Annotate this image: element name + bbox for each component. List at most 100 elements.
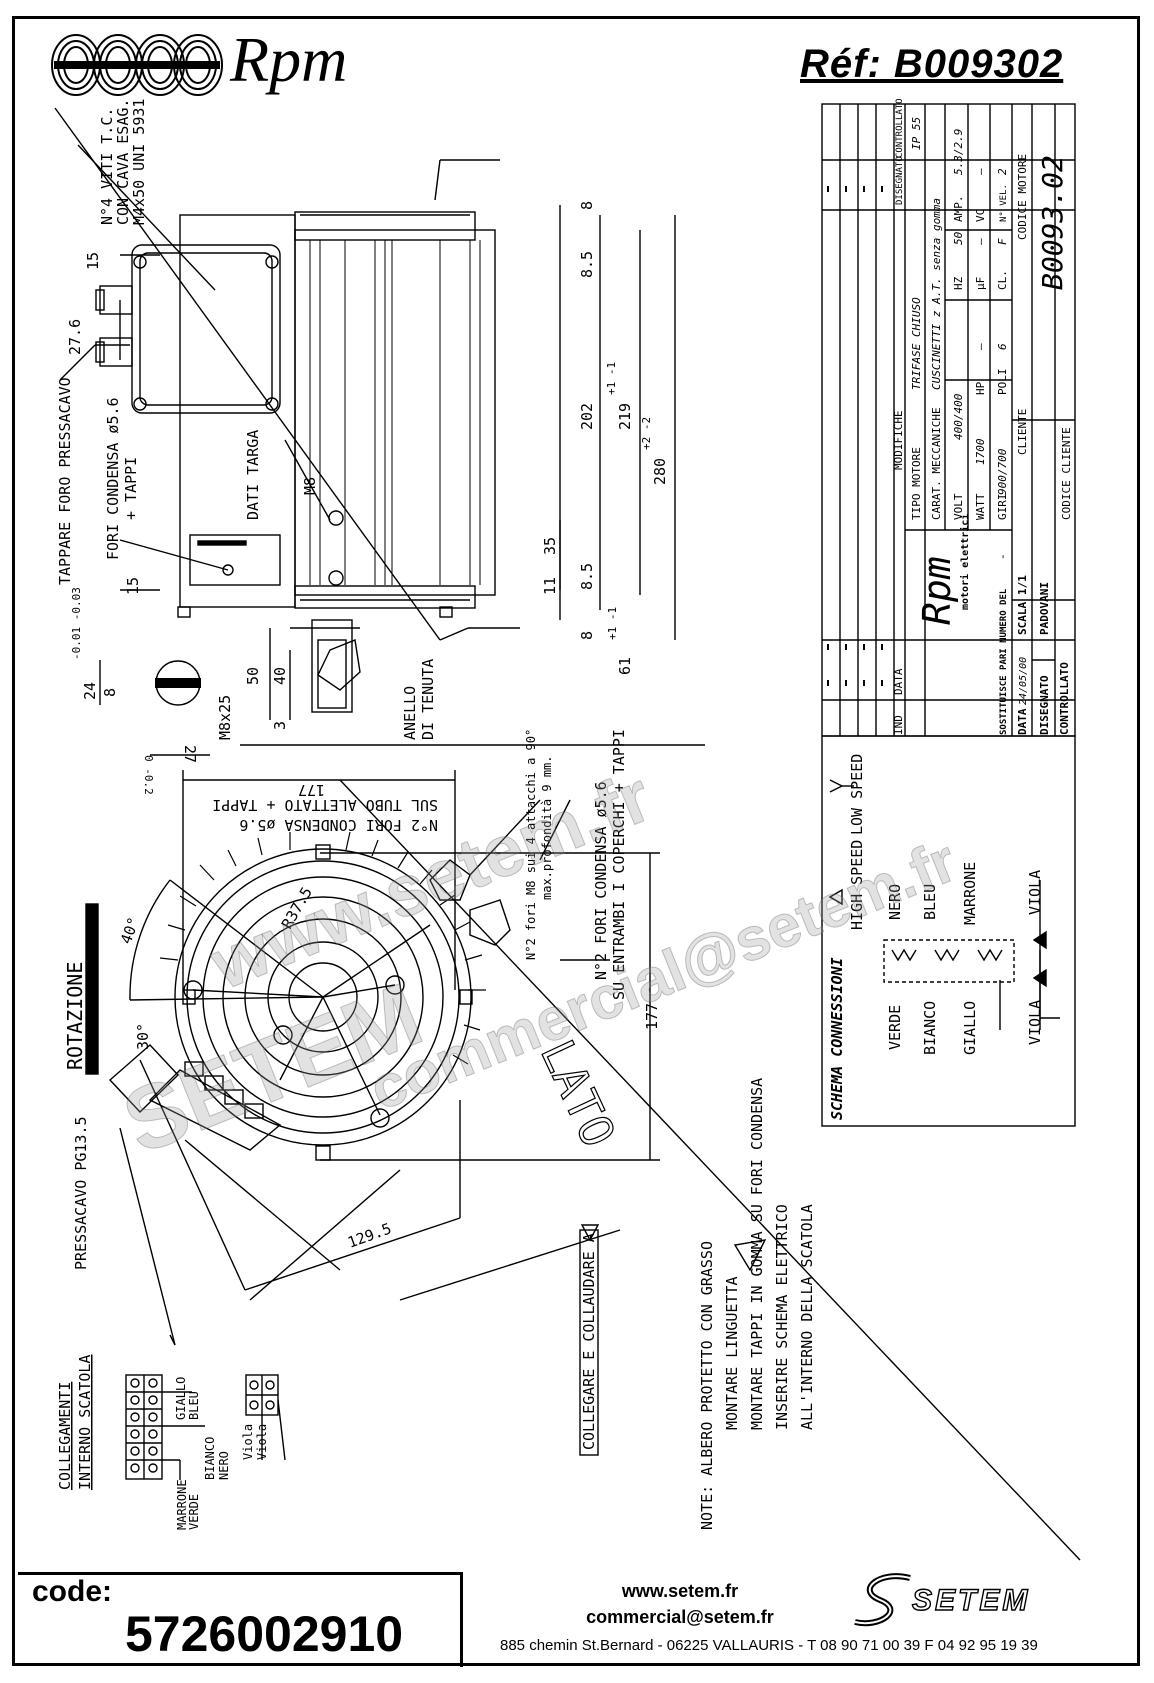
scheme-high: HIGH SPEED (848, 840, 866, 930)
tb-company-brand: Rpm (915, 556, 959, 625)
terminal-box-outline (131, 244, 281, 414)
tb-cl: F (996, 238, 1009, 245)
dim-202: 202 (578, 403, 596, 430)
wire-top-bleu: BLEU (921, 884, 939, 920)
scheme-low: LOW SPEED (848, 754, 866, 835)
tb-tipo-label: TIPO MOTORE (910, 447, 923, 520)
note-fori-m8-1: N°2 fori M8 sui 4 attacchi a 90° (524, 729, 538, 960)
wire-marrone: MARRONE (175, 1479, 189, 1530)
wire-top-nero: NERO (886, 884, 904, 920)
screw-note-3: M4x50 UNI 5931 (130, 99, 148, 225)
tb-data: DATA (892, 668, 905, 695)
contact-block: www.setem.fr commercial@setem.fr (520, 1578, 840, 1630)
note-line-3: MONTARE TAPPI IN GOMMA SU FORI CONDENSA (748, 1078, 766, 1430)
wire-viola-top: VIOLA (1026, 870, 1044, 915)
tb-tipo: TRIFASE CHIUSO (910, 297, 923, 390)
wire-bleu: BLEU (187, 1391, 201, 1420)
angle-40: 40° (117, 915, 143, 947)
note-fori-m8-2: max.profondità 9 mm. (540, 756, 554, 901)
tb-scala-label: SCALA (1016, 602, 1029, 635)
tb-mech-label: CARAT. MECCANICHE (930, 407, 943, 520)
m8-label: M8 (301, 477, 319, 495)
dim-280: 280 (651, 458, 669, 485)
dim-24: 24 (81, 682, 99, 700)
dim-61: 61 (616, 657, 634, 675)
email-link[interactable]: commercial@setem.fr (586, 1607, 774, 1627)
tb-sostituisce: - (996, 553, 1009, 560)
wire-viola-1: Viola (241, 1424, 255, 1460)
tb-codice-motore: B0093.02 (1036, 155, 1069, 290)
dim-129-5: 129.5 (345, 1219, 394, 1251)
tol-219: +1 -1 (605, 362, 618, 395)
rpm-coil-logo (51, 34, 223, 96)
drawing-frame (12, 16, 1140, 1666)
company-address: 885 chemin St.Bernard - 06225 VALLAURIS … (500, 1637, 1038, 1654)
tb-mech: CUSCINETTI z A.T. senza gomma (930, 198, 943, 390)
tb-disegnato-label: DISEGNATO (1038, 675, 1051, 735)
tb-giri: 900/700 (996, 448, 1009, 495)
tb-controllato: CONTROLLATO (895, 98, 905, 158)
dim-27: 27 (181, 745, 199, 763)
tb-poli: 6 (996, 343, 1009, 350)
tb-amp: 5.3/2.9 (952, 129, 965, 175)
collegamenti-title-2: INTERNO SCATOLA (76, 1355, 94, 1490)
tb-cliente-label: CLIENTE (1016, 409, 1029, 455)
front-view (85, 770, 1081, 1561)
code-label: code: (32, 1575, 113, 1608)
note-line-2: MONTARE LINGUETTA (723, 1276, 741, 1430)
note-fori-tubo-1: N°2 FORI CONDENSA ø5.6 (239, 816, 438, 834)
fori-condensa-1: FORI CONDENSA ø5.6 (104, 397, 122, 560)
tb-vc: — (974, 168, 987, 175)
tol-27: 0 -0.2 (142, 755, 155, 795)
tb-codice-cliente-label: CODICE CLIENTE (1060, 427, 1073, 520)
tappare-label: TAPPARE FORO PRESSACAVO (56, 377, 74, 585)
tb-controllato-label: CONTROLLATO (1058, 662, 1071, 735)
fori-condensa-2: + TAPPI (122, 457, 140, 520)
dim-27-6: 27.6 (66, 319, 84, 355)
rotazione-label: ROTAZIONE (63, 962, 87, 1070)
tb-disegnato-value: PADOVANI (1038, 582, 1051, 635)
tb-watt-label: WATT (974, 493, 987, 520)
note-fori-tubo-2: SUL TUBO ALETTATO + TAPPI (212, 796, 438, 814)
setem-logo-text: SETEM (911, 1583, 1031, 1617)
tb-poli-label: POLI (996, 369, 1009, 396)
dim-8-top: 8 (578, 201, 596, 210)
note-line-5: ALL'INTERNO DELLA SCATOLA (798, 1204, 816, 1430)
motor-body-outline (179, 214, 296, 608)
dim-15-bottom: 15 (124, 577, 142, 595)
reference-number: Réf: B009302 (800, 42, 1064, 86)
wire-verde: VERDE (187, 1494, 201, 1530)
wire-bottom-bianco: BIANCO (921, 1001, 939, 1055)
dati-targa-label: DATI TARGA (244, 430, 262, 520)
wire-bottom-giallo: GIALLO (961, 1001, 979, 1055)
tb-cl-label: CL. (996, 270, 1009, 290)
title-block-lines (821, 103, 1076, 737)
pressacavo-label: PRESSACAVO PG13.5 (72, 1116, 90, 1270)
note-fori-coperchi-2: SU ENTRAMBI I COPERCHI + TAPPI (610, 729, 628, 1000)
anello-label-1: ANELLO (401, 686, 419, 740)
note-line-1: NOTE: ALBERO PROTETTO CON GRASSO (698, 1241, 716, 1530)
tb-codice-motore-label: CODICE MOTORE (1016, 154, 1029, 240)
tb-hz: 50 (952, 231, 965, 245)
tb-sostituisce-label: SOSTITUISCE PARI NUMERO DEL (999, 588, 1009, 735)
tb-ind: IND (892, 715, 905, 735)
screw-note-2: CON CAVA ESAG. (114, 99, 132, 225)
tb-volt-label: VOLT (952, 493, 965, 520)
angle-30: 30° (134, 1023, 152, 1050)
tb-hp: — (974, 343, 987, 350)
collegamenti-title-1: COLLEGAMENTI (56, 1382, 74, 1490)
wire-viola-2: Viola (255, 1424, 269, 1460)
tb-data-value: 24/05/00 (1018, 657, 1029, 705)
collegare-note: COLLEGARE E COLLAUDARE A (580, 1233, 598, 1450)
tol-280: +2 -2 (640, 417, 653, 450)
dim-50: 50 (244, 667, 262, 685)
code-value: 5726002910 (125, 1606, 404, 1662)
dim-8-shaft: 8 (101, 688, 119, 697)
wire-giallo: GIALLO (174, 1377, 188, 1420)
website-link[interactable]: www.setem.fr (621, 1581, 739, 1601)
dim-35: 35 (541, 537, 559, 555)
tb-modifiche: MODIFICHE (892, 410, 905, 470)
wire-bianco: BIANCO (203, 1437, 217, 1480)
tb-hp-label: HP (974, 381, 987, 395)
